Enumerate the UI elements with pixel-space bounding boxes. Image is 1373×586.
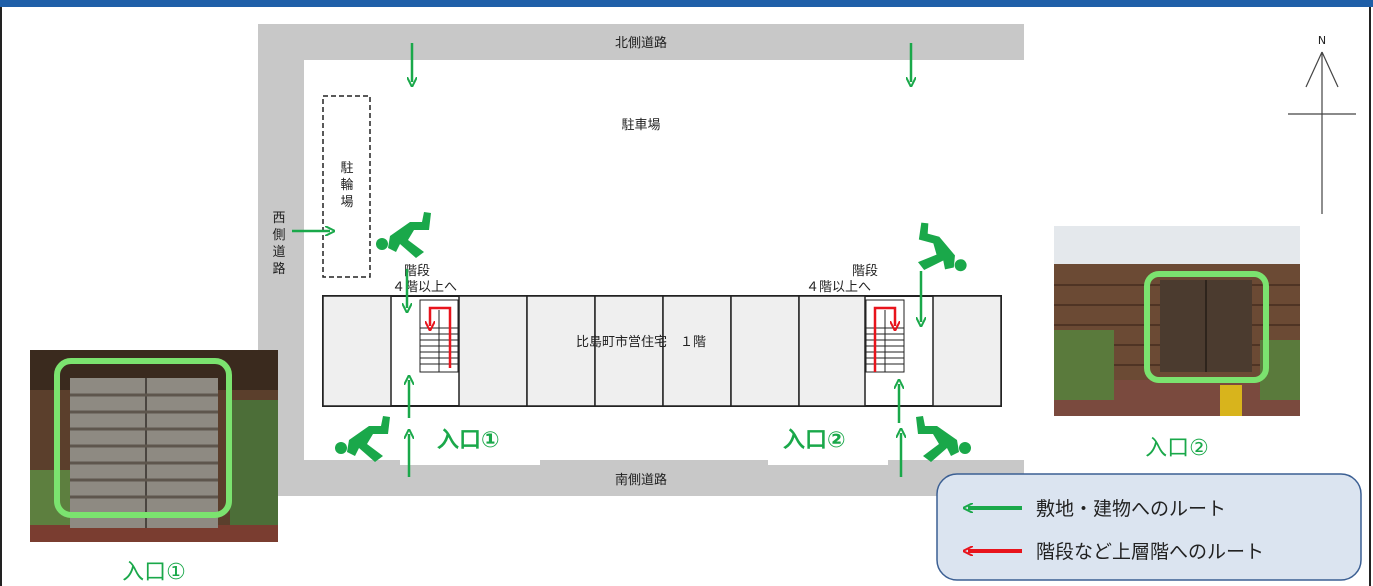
legend-green-label: 敷地・建物へのルート bbox=[1036, 498, 1226, 520]
north-road-label: 北側道路 bbox=[615, 35, 667, 51]
north-road bbox=[258, 24, 1024, 60]
svg-text:道: 道 bbox=[272, 245, 285, 260]
legend bbox=[936, 473, 1362, 581]
legend-red-label: 階段など上層階へのルート bbox=[1036, 541, 1264, 563]
stairs-left bbox=[419, 299, 459, 373]
north-arrow-icon bbox=[1288, 51, 1356, 214]
header-bar bbox=[0, 0, 1373, 7]
west-road-label: 西 側 道 路 bbox=[272, 211, 285, 277]
south-road-label: 南側道路 bbox=[615, 472, 667, 488]
south-road bbox=[258, 460, 1024, 496]
roads bbox=[258, 24, 1024, 496]
stairs-left-line1: 階段 bbox=[404, 264, 430, 279]
bicycle-parking bbox=[322, 95, 371, 278]
stairs-left-line2: ４階以上へ bbox=[392, 280, 457, 295]
svg-text:西: 西 bbox=[272, 211, 285, 226]
svg-text:駐: 駐 bbox=[340, 161, 353, 176]
site-routes bbox=[292, 43, 921, 477]
stairs-route-left bbox=[430, 306, 452, 368]
svg-text:路: 路 bbox=[272, 261, 285, 277]
building bbox=[322, 295, 1002, 407]
stairs-right bbox=[865, 299, 905, 373]
walking-person-icon bbox=[909, 221, 975, 281]
north-label: N bbox=[1318, 34, 1326, 47]
svg-text:輪: 輪 bbox=[340, 177, 353, 193]
walking-person-icon bbox=[335, 416, 390, 462]
entrance-2-label: 入口② bbox=[783, 428, 846, 453]
entrance-2-photo-caption: 入口② bbox=[1145, 436, 1209, 461]
stairs-route-right bbox=[873, 306, 895, 372]
entrance-1-photo-caption: 入口① bbox=[122, 560, 186, 585]
entrance-1-photo bbox=[30, 350, 278, 542]
stairs-right-line1: 階段 bbox=[852, 264, 878, 279]
svg-text:側: 側 bbox=[272, 228, 285, 243]
entrance-2-photo bbox=[1054, 226, 1300, 416]
parking-label: 駐車場 bbox=[621, 118, 660, 133]
stairs-right-line2: ４階以上へ bbox=[806, 280, 871, 295]
bicycle-parking-label: 駐 輪 場 bbox=[340, 161, 353, 210]
map-frame bbox=[0, 7, 1371, 586]
walking-person-icon bbox=[376, 212, 431, 258]
building-label: 比島町市営住宅 １階 bbox=[576, 334, 706, 350]
svg-text:場: 場 bbox=[340, 195, 353, 210]
entrance-1-label: 入口① bbox=[437, 428, 500, 453]
walking-person-icon bbox=[916, 416, 971, 462]
